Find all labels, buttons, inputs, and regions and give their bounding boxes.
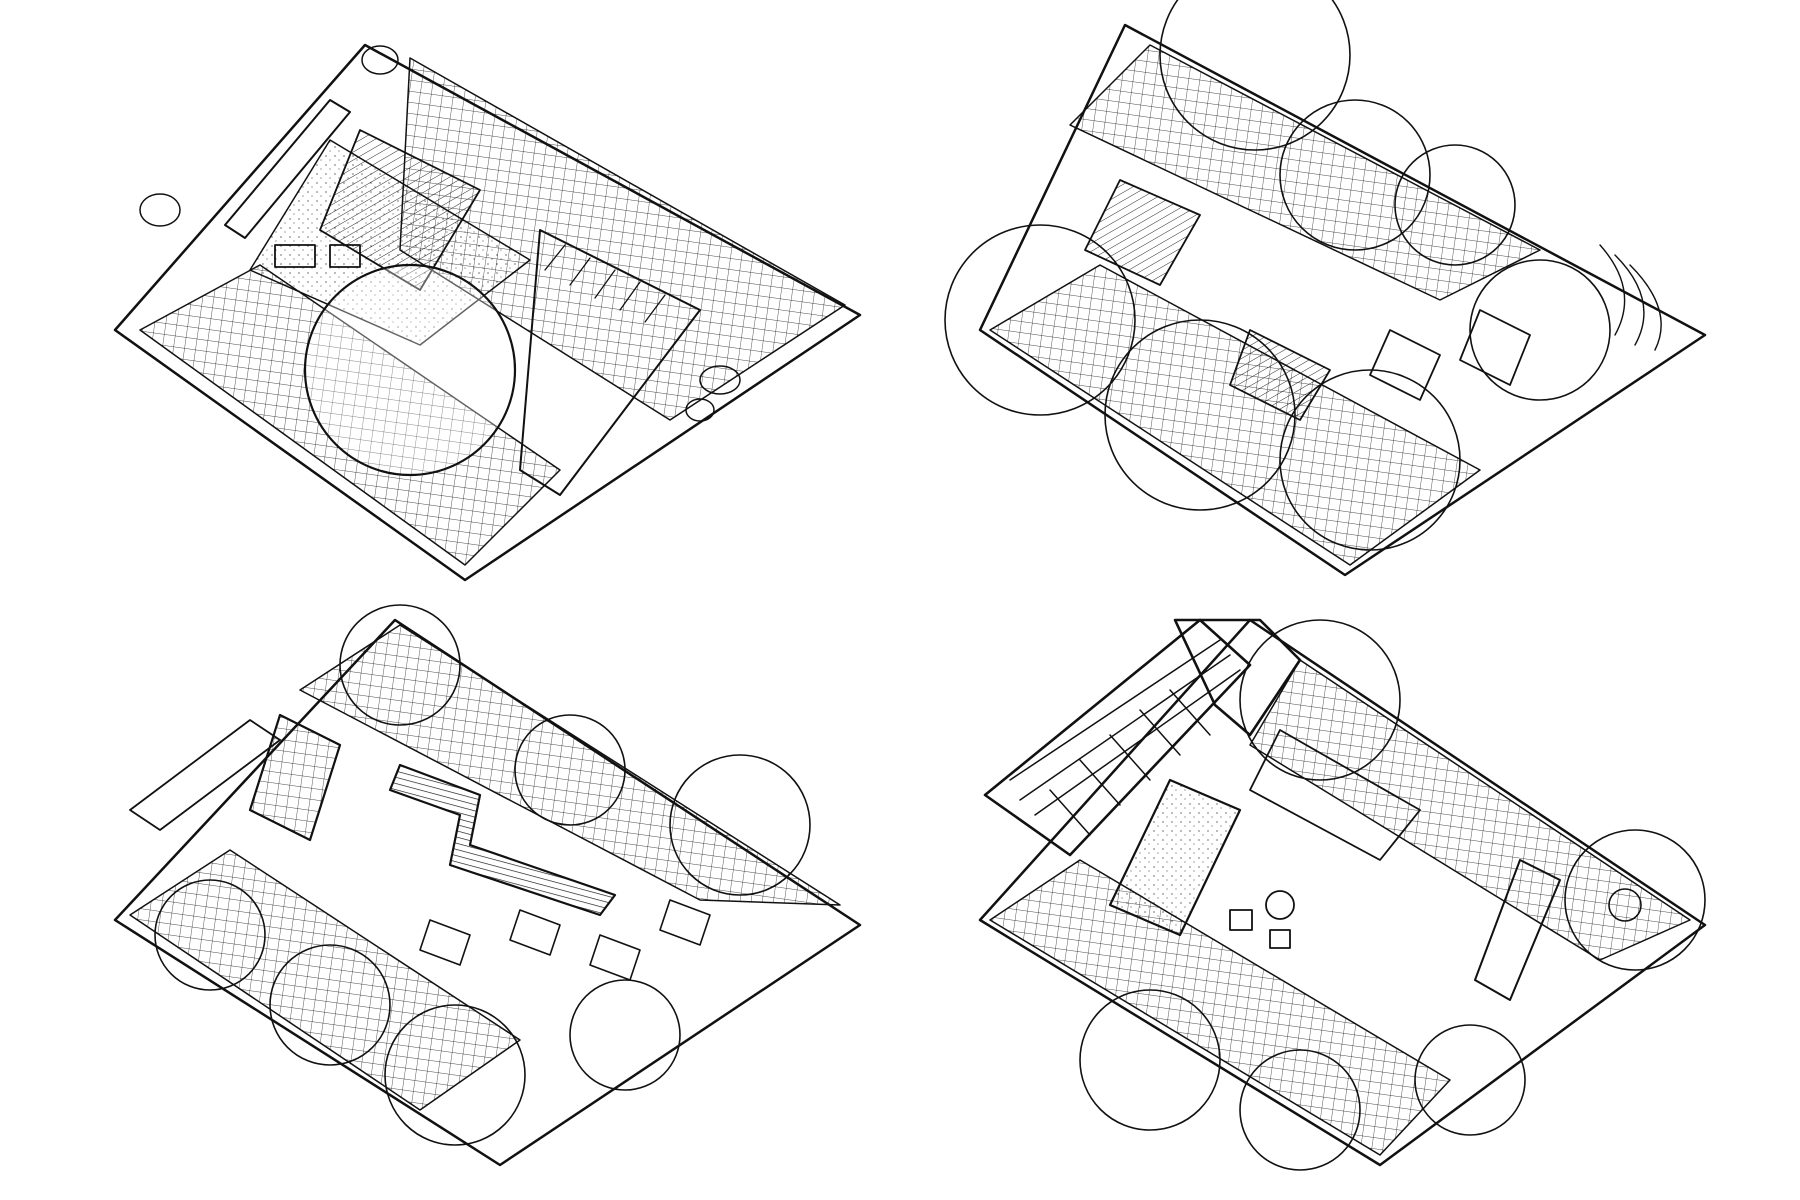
side-bed (129, 719, 281, 831)
garden-plan-3 (113, 604, 862, 1167)
side-path (1474, 859, 1561, 1001)
tree-canopy (303, 263, 517, 477)
pergola-rafters (1009, 639, 1241, 836)
shrub (361, 45, 399, 75)
stepping-stone (659, 899, 711, 946)
shrub (685, 398, 715, 422)
shrub (139, 193, 181, 227)
paving-pad (1084, 179, 1201, 286)
tree-canopy (1469, 259, 1611, 401)
tree-canopy (1104, 319, 1296, 511)
lawn-front (139, 264, 561, 566)
stepping-stone (419, 919, 471, 966)
tree-canopy (384, 1004, 526, 1146)
stepping-stone (589, 934, 641, 981)
paving-pad (1369, 329, 1441, 401)
round-table (1265, 890, 1295, 920)
garden-seat (329, 244, 361, 268)
tree-canopy (1394, 144, 1516, 266)
tree-canopy (669, 754, 811, 896)
feature-pot (1608, 888, 1642, 922)
lawn-front (129, 849, 521, 1111)
tree-canopy (1239, 1049, 1361, 1171)
zigzag-bench (388, 763, 617, 917)
pergola-walk (519, 229, 701, 496)
tree-canopy (1279, 369, 1461, 551)
tree-canopy (944, 224, 1136, 416)
tree-canopy (269, 944, 391, 1066)
planting-bed (1249, 729, 1421, 861)
tree-canopy (514, 714, 626, 826)
tree-canopy (1159, 0, 1351, 151)
bbq-unit (1229, 909, 1253, 931)
garden-plan-2 (944, 0, 1707, 577)
stepping-stone (509, 909, 561, 956)
lawn-back (299, 624, 841, 906)
corner-shed (1173, 618, 1302, 737)
tree-canopy (339, 604, 461, 726)
tree-canopy (1079, 989, 1221, 1131)
garden-plan-1 (113, 43, 862, 582)
paving-pad (1459, 309, 1531, 386)
pergola-slats (544, 244, 666, 323)
site-boundary (978, 23, 1707, 577)
pergola-frame (983, 618, 1252, 857)
garden-bench (274, 244, 316, 268)
shrub (699, 365, 741, 395)
site-boundary (978, 618, 1707, 1167)
tree-canopy (1239, 619, 1401, 781)
tree-canopy (1414, 1024, 1526, 1136)
lawn-back (1249, 659, 1691, 961)
tree-canopy (1564, 829, 1706, 971)
lawn-back (1069, 44, 1541, 301)
lawn-front (989, 264, 1481, 566)
planter-strip (224, 99, 351, 239)
garden-plan-4 (978, 618, 1707, 1171)
tree-canopy (569, 979, 681, 1091)
tree-canopy (154, 879, 266, 991)
raised-planter (248, 713, 342, 842)
lawn-front (989, 859, 1451, 1156)
chair (1269, 929, 1291, 949)
tree-canopy (1279, 99, 1431, 251)
curved-deck (1599, 244, 1662, 351)
